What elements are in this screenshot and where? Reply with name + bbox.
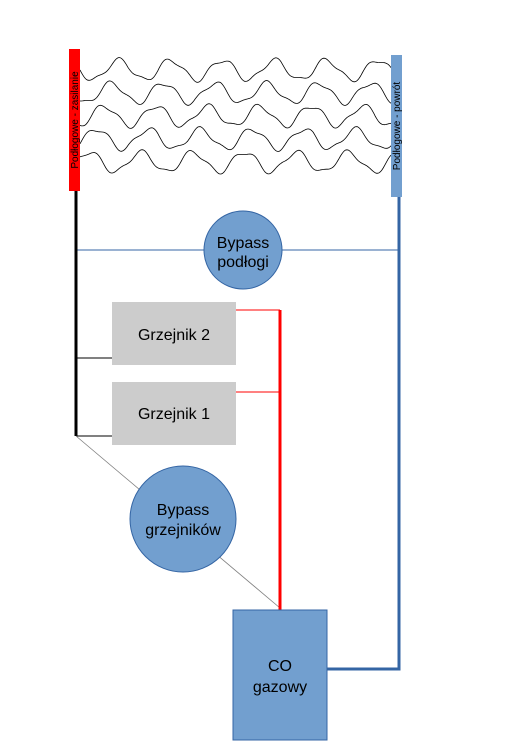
floor-bypass-label-line1: Bypass	[217, 235, 269, 252]
floor-return-manifold: Podłogowe - powrót	[391, 55, 403, 197]
heating-loop	[80, 80, 392, 106]
radiator-2: Grzejnik 2	[112, 302, 236, 365]
radiator-1: Grzejnik 1	[112, 382, 236, 445]
floor-return-pipe	[327, 196, 401, 671]
underfloor-heating-loops	[79, 57, 392, 175]
heating-loop	[79, 126, 392, 152]
heating-loop	[79, 57, 392, 83]
floor-return-manifold-label: Podłogowe - powrót	[392, 82, 403, 171]
heating-loop	[79, 149, 392, 175]
floor-bypass-label-line2: podłogi	[217, 254, 269, 271]
radiators-bypass-label-line1: Bypass	[157, 502, 209, 519]
radiators-bypass-label-line2: grzejników	[145, 522, 221, 539]
heating-loop	[79, 103, 392, 129]
radiator-2-label: Grzejnik 2	[138, 327, 210, 344]
gas-boiler-label-line2: gazowy	[253, 679, 307, 696]
floor-supply-manifold-label: Podłogowe - zasilanie	[70, 71, 81, 169]
gas-boiler: CO gazowy	[232, 609, 328, 741]
radiators-bypass: Bypass grzejników	[129, 465, 237, 573]
radiator-1-label: Grzejnik 1	[138, 406, 210, 423]
floor-supply-manifold: Podłogowe - zasilanie	[69, 49, 81, 191]
floor-bypass: Bypass podłogi	[203, 210, 283, 290]
gas-boiler-label-line1: CO	[268, 658, 292, 675]
